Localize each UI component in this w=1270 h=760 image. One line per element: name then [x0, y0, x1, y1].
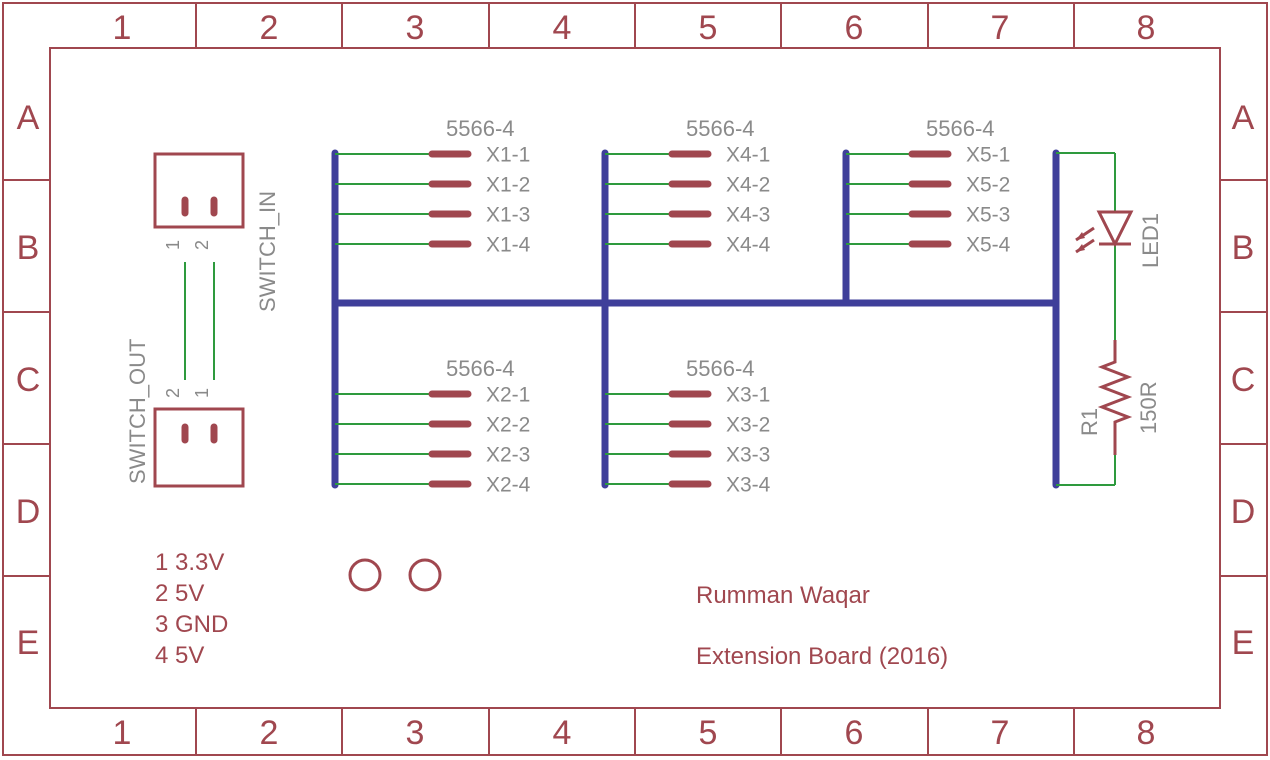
- pin-label: X3-4: [726, 474, 771, 497]
- switch-in-pin2: 2: [192, 240, 212, 250]
- pin-label: X4-1: [726, 144, 770, 167]
- connector-2: 5566-4X4-1X4-2X4-3X4-4: [605, 116, 771, 257]
- column-label-top: 8: [1137, 9, 1156, 47]
- connector-4: 5566-4X2-1X2-2X2-3X2-4: [335, 356, 531, 497]
- row-labels-right: A B C D E: [1231, 99, 1256, 662]
- column-label-bottom: 6: [845, 714, 864, 752]
- pinout-line: 1 3.3V: [155, 549, 224, 576]
- connector-part-label: 5566-4: [446, 116, 515, 141]
- switch-out-pin1: 1: [192, 388, 212, 398]
- pin-label: X2-1: [486, 384, 530, 407]
- row-label-left: C: [16, 361, 41, 399]
- pinout-line: 2 5V: [155, 580, 204, 607]
- power-bus: [331, 149, 1060, 489]
- led-resistor-branch: [1056, 152, 1116, 486]
- column-labels-top: 1 2 3 4 5 6 7 8: [113, 9, 1156, 47]
- column-label-top: 4: [553, 9, 572, 47]
- resistor-symbol: R1 150R: [1077, 340, 1161, 455]
- row-label-left: D: [16, 493, 41, 531]
- row-label-right: C: [1231, 361, 1256, 399]
- column-label-top: 1: [113, 9, 132, 47]
- pin-label: X5-1: [966, 144, 1010, 167]
- row-label-right: E: [1232, 624, 1255, 662]
- row-label-right: B: [1232, 229, 1255, 267]
- column-label-top: 7: [991, 9, 1010, 47]
- pin-label: X3-1: [726, 384, 770, 407]
- mounting-holes: [348, 558, 442, 592]
- column-label-bottom: 1: [113, 714, 132, 752]
- pin-label: X3-2: [726, 414, 770, 437]
- column-label-top: 5: [699, 9, 718, 47]
- connector-part-label: 5566-4: [446, 356, 515, 381]
- connector-1: 5566-4X1-1X1-2X1-3X1-4: [335, 116, 531, 257]
- pinout-line: 3 GND: [155, 611, 228, 638]
- pin-label: X3-3: [726, 444, 770, 467]
- column-labels-bottom: 1 2 3 4 5 6 7 8: [113, 714, 1156, 752]
- switch-out-connector: 2 1 SWITCH_OUT: [125, 339, 245, 488]
- switch-in-connector: 1 2 SWITCH_IN: [153, 152, 280, 312]
- column-label-bottom: 7: [991, 714, 1010, 752]
- row-labels-left: A B C D E: [16, 99, 41, 662]
- pin-label: X1-3: [486, 204, 530, 227]
- pin-label: X5-3: [966, 204, 1010, 227]
- column-label-top: 2: [260, 9, 279, 47]
- row-label-right: A: [1232, 99, 1255, 137]
- led-symbol: LED1: [1075, 210, 1163, 268]
- switch-out-pin2: 2: [163, 388, 183, 398]
- pinout-line: 4 5V: [155, 642, 204, 669]
- connector-5: 5566-4X3-1X3-2X3-3X3-4: [605, 356, 771, 497]
- led-label: LED1: [1138, 213, 1163, 268]
- connector-part-label: 5566-4: [926, 116, 995, 141]
- resistor-value: 150R: [1136, 381, 1161, 434]
- connector-3: 5566-4X5-1X5-2X5-3X5-4: [846, 116, 1011, 257]
- resistor-label: R1: [1077, 408, 1102, 436]
- pin-label: X1-4: [486, 234, 531, 257]
- pin-label: X4-3: [726, 204, 770, 227]
- column-label-bottom: 5: [699, 714, 718, 752]
- row-label-right: D: [1231, 493, 1256, 531]
- connector-part-label: 5566-4: [686, 116, 755, 141]
- connector-part-label: 5566-4: [686, 356, 755, 381]
- column-label-top: 6: [845, 9, 864, 47]
- pin-label: X4-2: [726, 174, 770, 197]
- author-text: Rumman Waqar: [696, 582, 870, 609]
- pin-label: X5-2: [966, 174, 1010, 197]
- pin-label: X1-1: [486, 144, 530, 167]
- pin-label: X4-4: [726, 234, 771, 257]
- column-label-top: 3: [406, 9, 425, 47]
- row-label-left: B: [17, 229, 40, 267]
- switch-wires: [184, 262, 215, 380]
- switch-in-pin1: 1: [163, 240, 183, 250]
- pin-label: X2-2: [486, 414, 530, 437]
- column-label-bottom: 2: [260, 714, 279, 752]
- pin-label: X5-4: [966, 234, 1011, 257]
- column-label-bottom: 8: [1137, 714, 1156, 752]
- switch-out-label: SWITCH_OUT: [125, 339, 150, 484]
- pin-label: X1-2: [486, 174, 530, 197]
- switch-in-label: SWITCH_IN: [255, 191, 280, 312]
- pin-label: X2-3: [486, 444, 530, 467]
- row-label-left: E: [17, 624, 40, 662]
- pin-label: X2-4: [486, 474, 531, 497]
- column-label-bottom: 4: [553, 714, 572, 752]
- column-label-bottom: 3: [406, 714, 425, 752]
- board-title: Extension Board (2016): [696, 643, 948, 670]
- row-label-left: A: [17, 99, 40, 137]
- pinout-notes: 1 3.3V 2 5V 3 GND 4 5V: [155, 549, 228, 669]
